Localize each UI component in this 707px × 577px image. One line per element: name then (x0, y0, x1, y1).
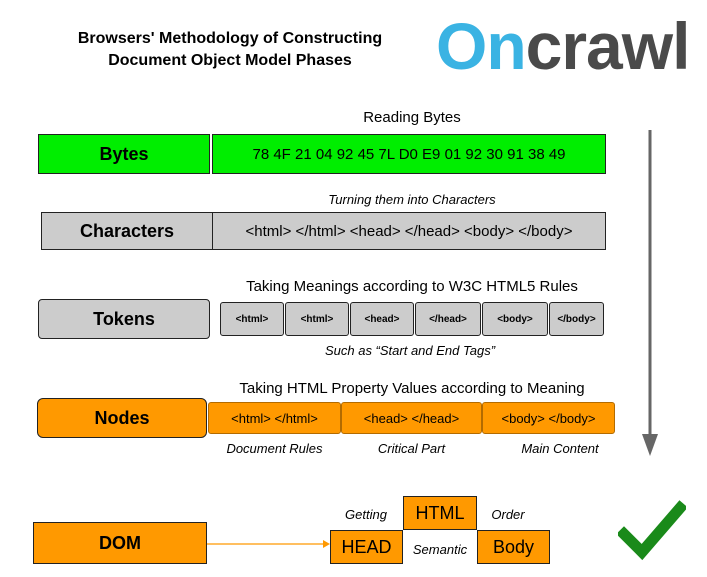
dom-word-order: Order (491, 507, 525, 522)
node-html-note: Document Rules (226, 441, 323, 456)
nodes-caption: Taking HTML Property Values according to… (239, 380, 585, 397)
down-arrow-icon (642, 130, 658, 456)
tokens-caption: Taking Meanings according to W3C HTML5 R… (246, 278, 578, 295)
node-body: <body> </body> (482, 402, 615, 434)
bytes-label-box: Bytes (38, 134, 210, 174)
page-title: Browsers' Methodology of Constructing Do… (40, 28, 420, 72)
node-body-note: Main Content (521, 441, 599, 456)
token-2: <html> (285, 302, 349, 336)
logo-part-1: On (436, 9, 527, 83)
title-line-2: Document Object Model Phases (108, 52, 352, 69)
node-head: <head> </head> (341, 402, 482, 434)
token-3: <head> (350, 302, 414, 336)
token-1: <html> (220, 302, 284, 336)
title-line-1: Browsers' Methodology of Constructing (77, 30, 383, 47)
bytes-value-box: 78 4F 21 04 92 45 7L D0 E9 01 92 30 91 3… (212, 134, 606, 174)
characters-value-box: <html> </html> <head> </head> <body> </b… (212, 212, 606, 250)
dom-body-box: Body (477, 530, 550, 564)
oncrawl-logo: Oncrawl (436, 8, 691, 84)
dom-html-box: HTML (403, 496, 477, 530)
tokens-label-box: Tokens (38, 299, 210, 339)
dom-head-box: HEAD (330, 530, 403, 564)
node-html: <html> </html> (208, 402, 341, 434)
characters-label-box: Characters (41, 212, 213, 250)
token-4: </head> (415, 302, 481, 336)
nodes-label-box: Nodes (37, 398, 207, 438)
bytes-caption: Reading Bytes (363, 109, 461, 126)
token-5: <body> (482, 302, 548, 336)
dom-word-semantic: Semantic (412, 542, 468, 557)
characters-caption: Turning them into Characters (328, 192, 496, 207)
node-head-note: Critical Part (377, 441, 446, 456)
checkmark-icon (618, 500, 686, 561)
token-6: </body> (549, 302, 604, 336)
right-arrow-icon (207, 540, 330, 548)
tokens-note: Such as “Start and End Tags” (324, 343, 496, 358)
dom-label-box: DOM (33, 522, 207, 564)
dom-word-getting: Getting (345, 507, 387, 522)
logo-part-2: crawl (525, 9, 691, 83)
